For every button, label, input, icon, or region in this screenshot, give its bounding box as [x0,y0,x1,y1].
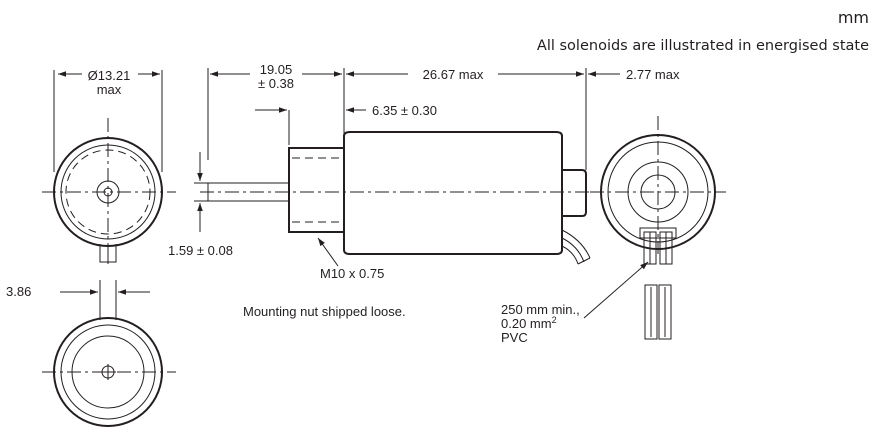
lead-material-label: PVC [501,330,528,345]
shaft-ext-tol-label: ± 0.38 [258,76,294,91]
nut-thickness-label: 6.35 ± 0.30 [372,103,437,118]
unit-label: mm [837,8,869,27]
side-view: 19.05 ± 0.38 26.67 max 2.77 max 6.35 ± 0… [168,62,680,319]
lead-area-label: 0.20 mm2 [501,315,557,331]
rear-boss-label: 2.77 max [626,67,680,82]
diameter-max-label: max [97,82,122,97]
shaft-dia-label: 1.59 ± 0.08 [168,243,233,258]
lead-detail: 250 mm min., 0.20 mm2 PVC [501,261,672,345]
thread-label: M10 x 0.75 [320,266,384,281]
lead-length-label: 250 mm min., [501,302,580,317]
offset-label: 3.86 [6,284,31,299]
rear-view [590,116,726,265]
shaft-ext-label: 19.05 [260,62,293,77]
mounting-note: Mounting nut shipped loose. [243,304,406,319]
body-length-label: 26.67 max [423,67,484,82]
diameter-label: Ø13.21 [88,68,131,83]
energised-note: All solenoids are illustrated in energis… [536,38,869,54]
front-view: Ø13.21 max [42,68,176,268]
bottom-view: 3.86 [6,280,176,427]
